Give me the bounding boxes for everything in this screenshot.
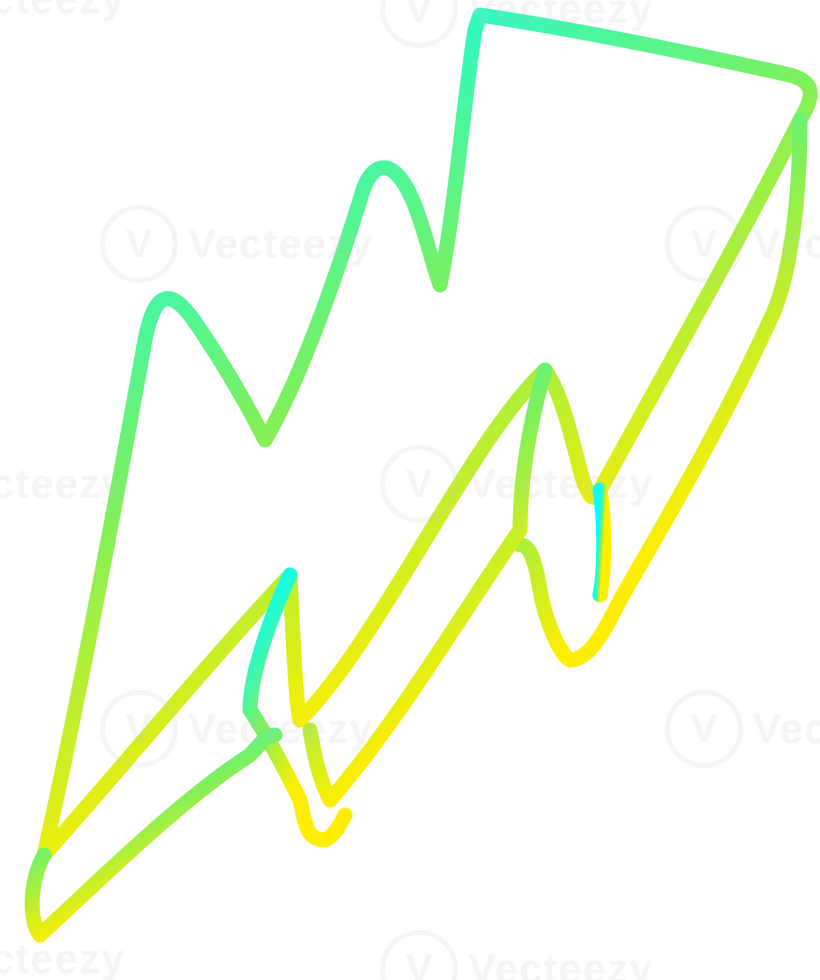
bolt-inner-edge-middle xyxy=(302,362,553,808)
bolt-tail-depth xyxy=(24,727,283,943)
bolt-inner-edge-lower xyxy=(242,567,353,848)
bolt-side-face xyxy=(512,112,808,668)
bolt-front-face xyxy=(36,7,818,863)
bolt-inner-edge-upper xyxy=(592,482,612,603)
